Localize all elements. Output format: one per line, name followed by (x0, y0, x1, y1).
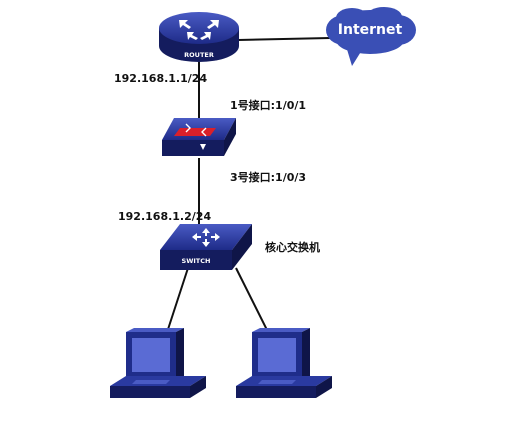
firewall-node[interactable] (160, 114, 238, 162)
switch-name-label: 核心交换机 (265, 241, 320, 254)
switch-icon: SWITCH (160, 224, 252, 270)
link-router-internet (237, 37, 331, 41)
switch-node[interactable]: SWITCH (158, 220, 254, 276)
internet-label: Internet (338, 22, 403, 38)
router-icon: ROUTER (159, 12, 239, 62)
cloud-icon: Internet (326, 7, 416, 66)
firewall-port-bottom-label: 3号接口:1/0/3 (230, 171, 307, 184)
computer-icon (236, 328, 332, 398)
router-ip-label: 192.168.1.1/24 (114, 72, 208, 85)
switch-device-text: SWITCH (182, 257, 211, 265)
firewall-icon (162, 118, 236, 156)
router-node[interactable]: ROUTER (157, 10, 241, 68)
pc-right-node[interactable] (232, 326, 336, 410)
pc-left-node[interactable] (106, 326, 210, 410)
switch-ip-label: 192.168.1.2/24 (118, 210, 212, 223)
internet-node[interactable]: Internet (322, 6, 418, 70)
computer-icon (110, 328, 206, 398)
firewall-port-top-label: 1号接口:1/0/1 (230, 99, 307, 112)
router-device-text: ROUTER (184, 51, 214, 59)
